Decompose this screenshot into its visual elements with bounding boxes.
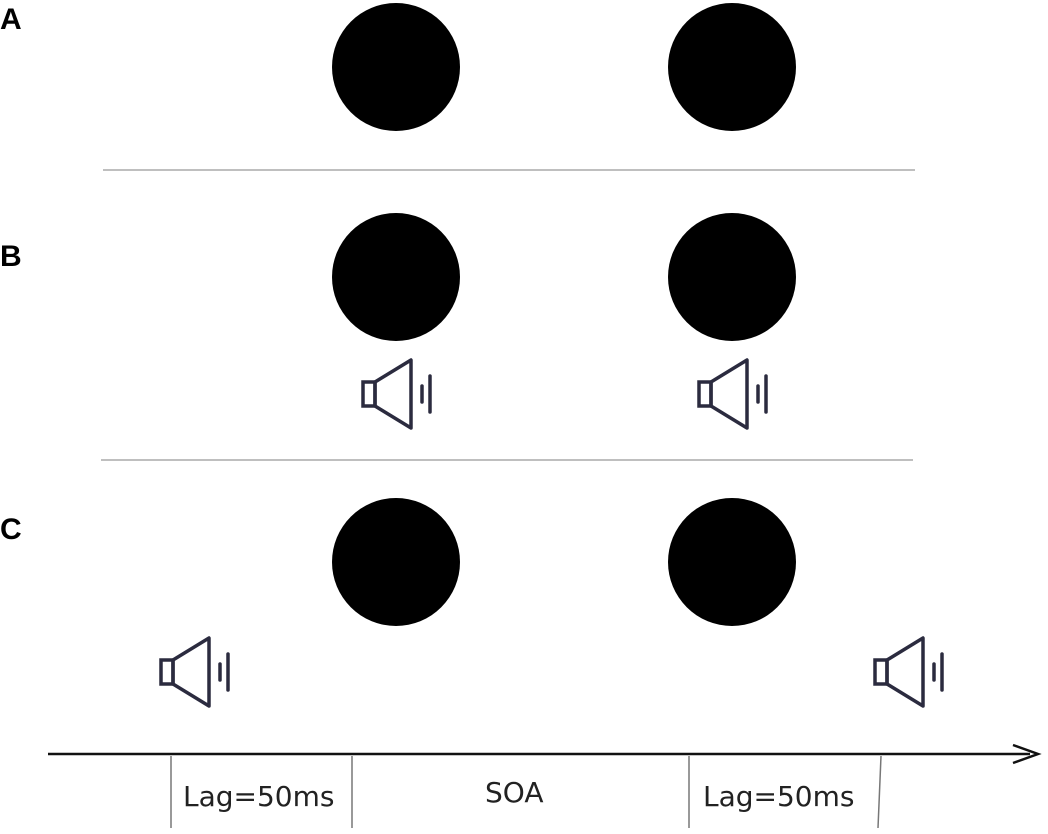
panel-label-a: A	[0, 3, 22, 36]
panel-a-flash-1	[332, 3, 460, 131]
panel-a-flash-2	[668, 3, 796, 131]
panel-label-b: B	[0, 240, 22, 273]
panel-b-flash-1	[332, 213, 460, 341]
lag-left-label: Lag=50ms	[183, 780, 335, 813]
tick-sound-2	[877, 755, 882, 829]
panel-b-speaker-icon-2	[697, 358, 768, 430]
lag-right-label: Lag=50ms	[703, 780, 855, 813]
time-axis-arrowhead	[1012, 743, 1042, 765]
panel-b-speaker-icon-1	[361, 358, 432, 430]
panel-c-flash-1	[332, 498, 460, 626]
soa-label: SOA	[485, 776, 544, 809]
panel-c-speaker-icon-1	[159, 636, 230, 708]
panel-b-flash-2	[668, 213, 796, 341]
panel-c-speaker-icon-2	[873, 636, 944, 708]
panel-label-c: C	[0, 513, 22, 546]
panel-c-flash-2	[668, 498, 796, 626]
